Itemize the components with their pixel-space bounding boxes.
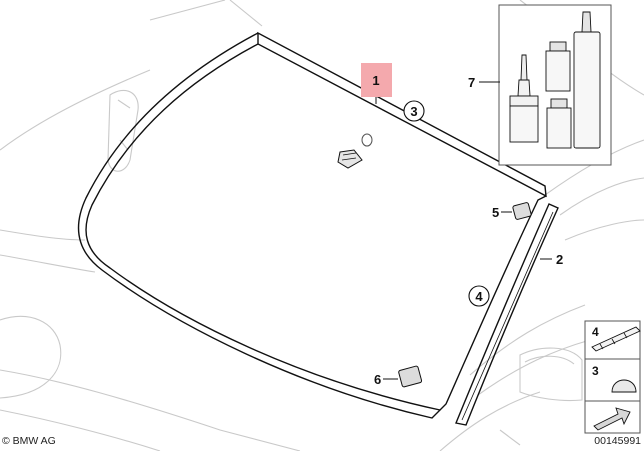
pad-part-6 bbox=[398, 365, 423, 388]
arrow-icon bbox=[584, 400, 641, 434]
legend-box: 4 3 bbox=[584, 320, 641, 434]
callout-3[interactable]: 3 bbox=[403, 100, 425, 122]
adhesive-kit-inset bbox=[498, 4, 612, 166]
callout-4[interactable]: 4 bbox=[468, 285, 490, 307]
mirror-mount bbox=[361, 133, 373, 147]
copyright-label: © BMW AG bbox=[2, 435, 56, 447]
legend-item-4[interactable]: 4 bbox=[591, 325, 641, 352]
side-trim-part-2 bbox=[455, 203, 559, 426]
svg-text:3: 3 bbox=[410, 104, 417, 119]
legend-item-3[interactable]: 3 bbox=[592, 364, 637, 393]
svg-text:1: 1 bbox=[372, 73, 379, 88]
diagram-id-label: 00145991 bbox=[594, 435, 641, 447]
rain-sensor bbox=[337, 149, 363, 169]
svg-text:7: 7 bbox=[468, 75, 475, 90]
svg-text:5: 5 bbox=[492, 205, 499, 220]
svg-text:2: 2 bbox=[556, 252, 563, 267]
svg-text:6: 6 bbox=[374, 372, 381, 387]
svg-text:4: 4 bbox=[592, 325, 599, 339]
svg-text:3: 3 bbox=[592, 364, 599, 378]
svg-text:© BMW AG: © BMW AG bbox=[2, 435, 56, 447]
callout-1[interactable]: 1 bbox=[361, 63, 392, 104]
callout-2[interactable]: 2 bbox=[540, 252, 563, 267]
clip-part-5 bbox=[512, 202, 532, 220]
windscreen-glass bbox=[77, 31, 547, 419]
svg-text:4: 4 bbox=[475, 289, 483, 304]
callout-5[interactable]: 5 bbox=[492, 205, 512, 220]
callout-7[interactable]: 7 bbox=[468, 75, 500, 90]
callout-6[interactable]: 6 bbox=[374, 372, 398, 387]
svg-text:00145991: 00145991 bbox=[594, 435, 641, 447]
